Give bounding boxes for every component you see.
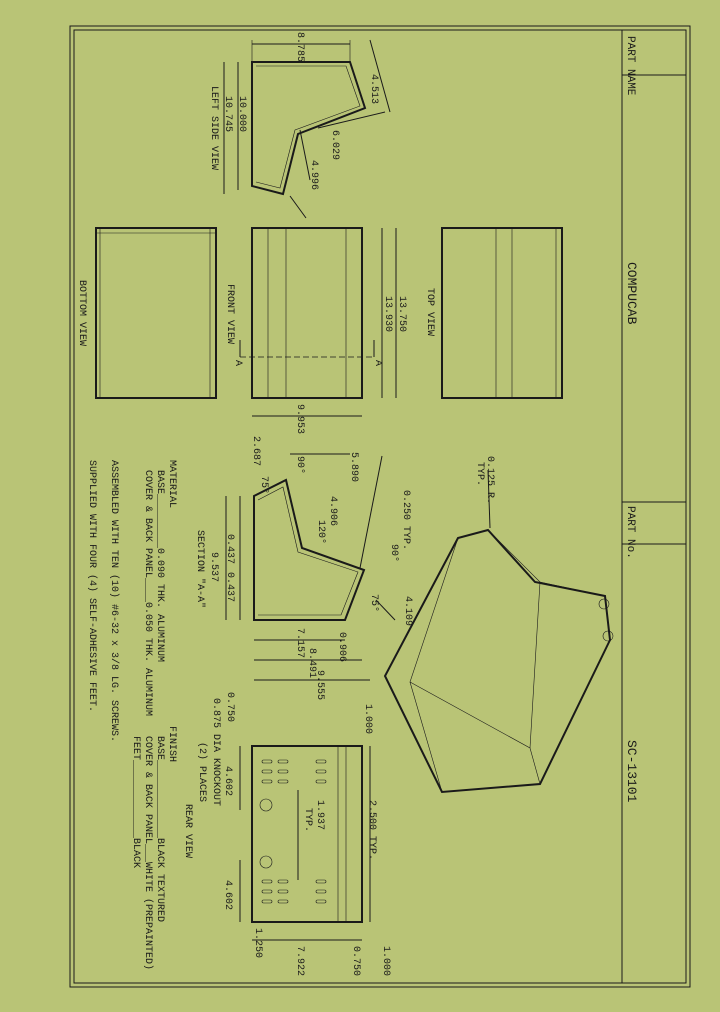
angle-75a: 75° (258, 476, 270, 494)
dim-6029: 6.029 (329, 130, 340, 160)
dim-1000b: 1.000 (380, 946, 391, 976)
dim-4513: 4.513 (368, 74, 379, 104)
dim-0875: 0.875 DIA KNOCKOUT (210, 698, 221, 806)
part-no-label: PART No. (624, 506, 636, 559)
dim-8491: 8.491 (306, 648, 317, 678)
note-supplied: SUPPLIED WITH FOUR (4) SELF-ADHESIVE FEE… (86, 460, 98, 712)
section-label: SECTION "A-A" (194, 530, 206, 608)
dim-0437a: 0.437 (224, 534, 235, 564)
front-view-label: FRONT VIEW (224, 284, 235, 344)
dim-8785: 8.785 (294, 32, 305, 62)
dim-4906: 4.906 (327, 496, 338, 526)
angle-120: 120° (315, 520, 327, 544)
material-heading: MATERIAL (166, 460, 177, 508)
dim-13930: 13.930 (382, 296, 393, 332)
material-cover: COVER & BACK PANEL____0.050 THK. ALUMINU… (142, 470, 153, 716)
dim-13750: 13.750 (396, 296, 407, 332)
finish-base: BASE_____________BLACK TEXTURED (154, 736, 165, 922)
dim-1937: 1.937 (314, 800, 325, 830)
bottom-view (95, 227, 217, 399)
finish-heading: FINISH (166, 726, 177, 762)
finish-feet: FEET_____________BLACK (130, 736, 141, 868)
angle-90a: 90° (294, 456, 306, 474)
dim-places: (2) PLACES (196, 742, 208, 802)
top-view (441, 227, 563, 399)
dim-9555: 9.555 (314, 670, 325, 700)
note-assembled: ASSEMBLED WITH TEN (10) #6-32 x 3/8 LG. … (108, 460, 120, 742)
dim-0250: 0.250 TYP. (400, 490, 411, 550)
front-view (239, 227, 397, 417)
dim-2500: 2.500 TYP. (366, 800, 377, 860)
section-marker-left: A (232, 360, 243, 366)
rear-view (239, 745, 371, 941)
dim-2687: 2.687 (250, 436, 261, 466)
dim-0437b: 0.437 (224, 572, 235, 602)
rear-view-label: REAR VIEW (182, 804, 193, 858)
top-view-label: TOP VIEW (424, 288, 435, 336)
section-marker-right: A (372, 360, 383, 366)
part-name-value: COMPUCAB (624, 262, 639, 325)
dim-5890: 5.890 (348, 452, 359, 482)
inner-border (73, 29, 687, 984)
part-no-value: SC-13101 (624, 740, 639, 803)
angle-75b: 75° (368, 594, 380, 612)
dim-10745: 10.745 (222, 96, 233, 132)
dim-0750b: 0.750 (350, 946, 361, 976)
dim-4602a: 4.602 (222, 766, 233, 796)
isometric-view (383, 469, 614, 794)
dim-4602b: 4.602 (222, 880, 233, 910)
outer-border (69, 25, 691, 988)
dim-0906: 0.906 (336, 632, 347, 662)
dim-7157: 7.157 (294, 628, 305, 658)
dim-typ2: TYP. (302, 808, 313, 832)
dim-4109: 4.109 (402, 596, 413, 626)
dim-4996: 4.996 (308, 160, 319, 190)
material-base: BASE_________0.090 THK. ALUMINUM (154, 470, 165, 662)
dim-10000: 10.000 (236, 96, 247, 132)
dim-9537: 9.537 (208, 552, 219, 582)
left-side-view-label: LEFT SIDE VIEW (208, 86, 219, 170)
dim-0750a: 0.750 (224, 692, 235, 722)
dim-1250: 1.250 (252, 928, 263, 958)
dim-7922: 7.922 (294, 946, 305, 976)
section-a-a (225, 453, 396, 681)
dim-1000a: 1.000 (362, 704, 373, 734)
dim-9953: 9.953 (294, 404, 305, 434)
part-name-label: PART NAME (624, 36, 636, 96)
dim-typ: TYP. (474, 462, 485, 486)
dim-0125: 0.125 R. (484, 456, 495, 504)
bottom-view-label: BOTTOM VIEW (76, 280, 87, 346)
angle-90b: 90° (388, 544, 400, 562)
left-side-view (223, 39, 391, 219)
finish-cover: COVER & BACK PANEL___WHITE (PREPAINTED) (142, 736, 154, 970)
